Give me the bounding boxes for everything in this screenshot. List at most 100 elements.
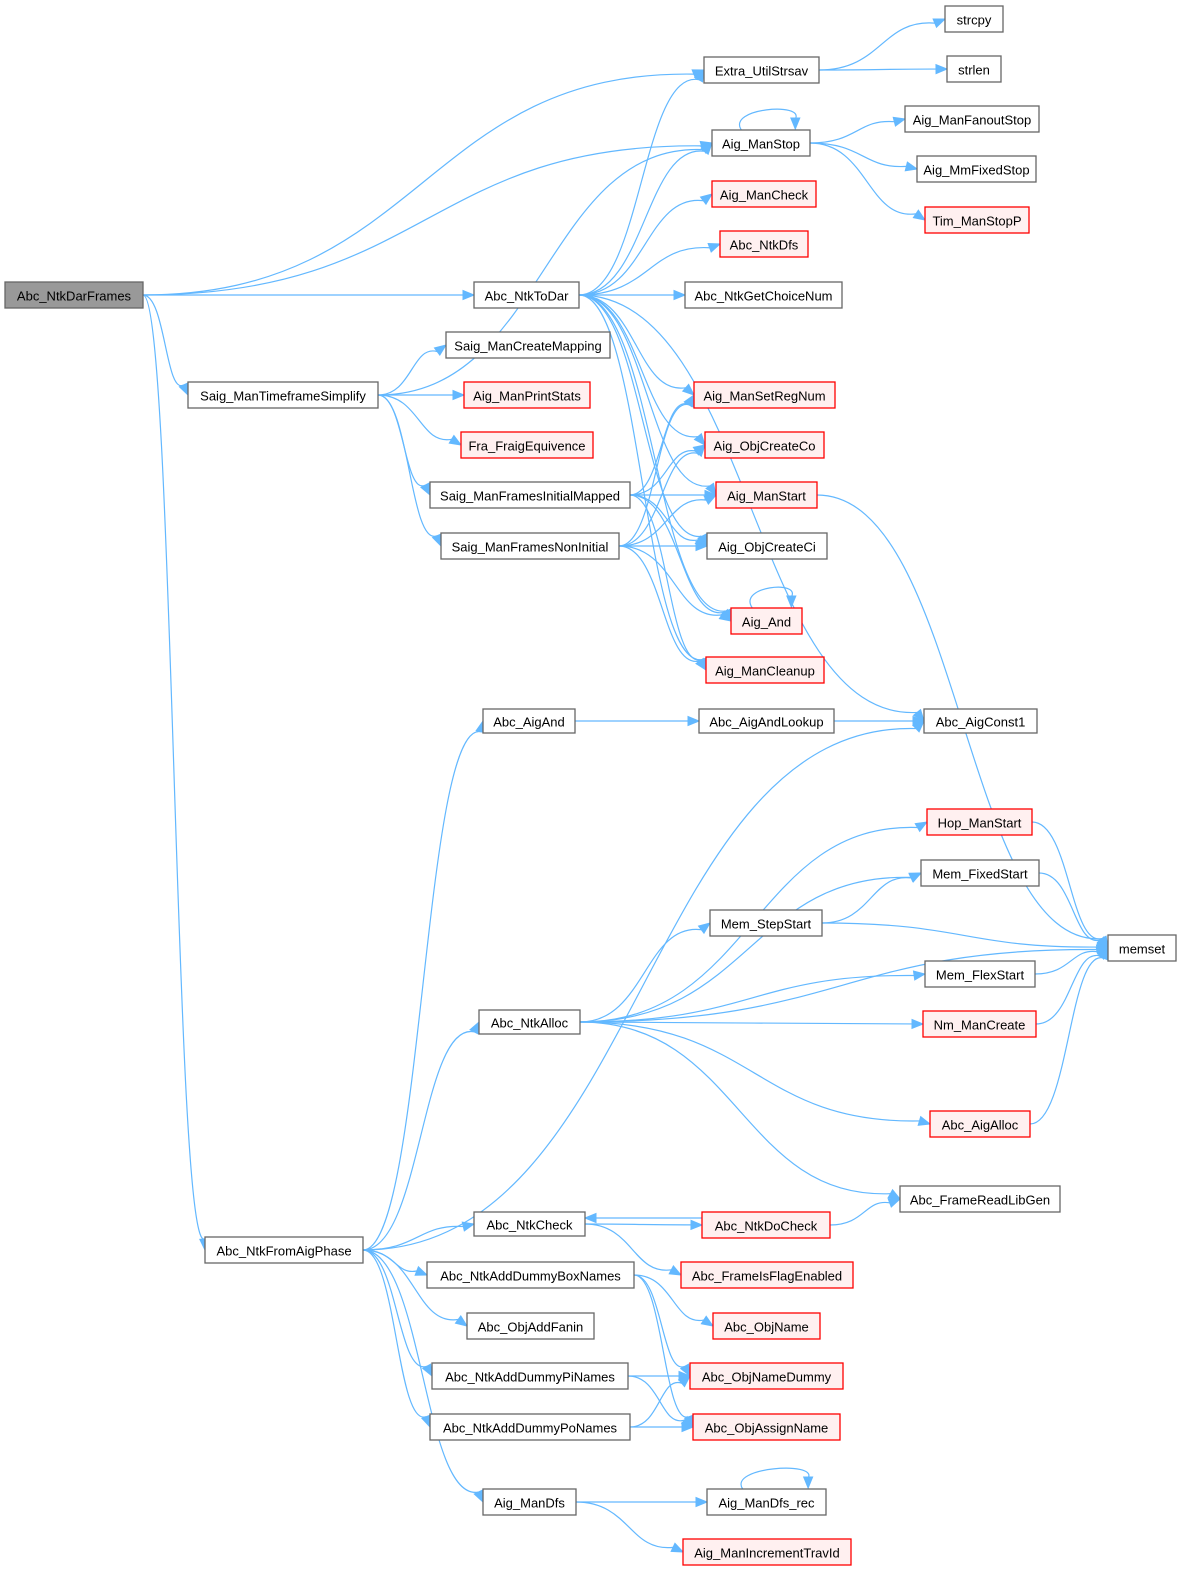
node-aig-man-fanout-stop[interactable]: Aig_ManFanoutStop (904, 105, 1040, 133)
node-box[interactable] (715, 481, 818, 509)
node-box[interactable] (429, 1413, 631, 1441)
node-abc-ntk-dar-frames[interactable]: Abc_NtkDarFrames (4, 281, 144, 309)
node-saig-man-frames-initial-mapped[interactable]: Saig_ManFramesInitialMapped (429, 481, 631, 509)
node-aig-man-stop[interactable]: Aig_ManStop (711, 129, 811, 157)
node-box[interactable] (445, 331, 611, 359)
node-aig-and[interactable]: Aig_And (730, 607, 803, 635)
node-box[interactable] (431, 1362, 629, 1390)
node-box[interactable] (926, 808, 1033, 836)
node-box[interactable] (711, 129, 811, 157)
node-box[interactable] (899, 1185, 1061, 1213)
node-box[interactable] (929, 1110, 1031, 1138)
node-saig-man-timeframe-simplify[interactable]: Saig_ManTimeframeSimplify (187, 381, 379, 409)
node-box[interactable] (944, 5, 1004, 33)
node-extra-util-strsav[interactable]: Extra_UtilStrsav (703, 56, 820, 84)
node-strcpy[interactable]: strcpy (944, 5, 1004, 33)
node-box[interactable] (924, 960, 1036, 988)
node-saig-man-create-mapping[interactable]: Saig_ManCreateMapping (445, 331, 611, 359)
node-hop-man-start[interactable]: Hop_ManStart (926, 808, 1033, 836)
node-box[interactable] (698, 708, 835, 734)
node-box[interactable] (187, 381, 379, 409)
node-box[interactable] (916, 155, 1037, 183)
node-aig-mm-fixed-stop[interactable]: Aig_MmFixedStop (916, 155, 1037, 183)
node-box[interactable] (204, 1236, 364, 1264)
node-box[interactable] (693, 381, 836, 409)
node-mem-flex-start[interactable]: Mem_FlexStart (924, 960, 1036, 988)
node-box[interactable] (429, 481, 631, 509)
node-abc-ntk-add-dummy-box-names[interactable]: Abc_NtkAddDummyBoxNames (426, 1261, 635, 1289)
node-abc-aig-const1[interactable]: Abc_AigConst1 (923, 708, 1038, 734)
node-mem-step-start[interactable]: Mem_StepStart (709, 909, 823, 937)
node-box[interactable] (473, 281, 580, 309)
node-box[interactable] (704, 431, 825, 459)
node-box[interactable] (460, 431, 594, 459)
node-box[interactable] (711, 180, 817, 208)
node-abc-ntk-from-aig-phase[interactable]: Abc_NtkFromAigPhase (204, 1236, 364, 1264)
node-box[interactable] (440, 532, 620, 560)
node-box[interactable] (706, 1488, 827, 1516)
node-aig-man-check[interactable]: Aig_ManCheck (711, 180, 817, 208)
node-fra-fraig-equivence[interactable]: Fra_FraigEquivence (460, 431, 594, 459)
node-box[interactable] (4, 281, 144, 309)
node-aig-man-dfs-rec[interactable]: Aig_ManDfs_rec (706, 1488, 827, 1516)
node-aig-obj-create-ci[interactable]: Aig_ObjCreateCi (706, 532, 828, 560)
node-abc-obj-name[interactable]: Abc_ObjName (712, 1312, 821, 1340)
node-aig-man-increment-trav-id[interactable]: Aig_ManIncrementTravId (682, 1538, 852, 1566)
node-box[interactable] (705, 656, 825, 684)
node-box[interactable] (904, 105, 1040, 133)
node-saig-man-frames-non-initial[interactable]: Saig_ManFramesNonInitial (440, 532, 620, 560)
node-box[interactable] (946, 55, 1002, 83)
node-aig-man-cleanup[interactable]: Aig_ManCleanup (705, 656, 825, 684)
node-box[interactable] (463, 381, 591, 409)
node-abc-ntk-get-choice-num[interactable]: Abc_NtkGetChoiceNum (684, 281, 843, 309)
node-abc-ntk-dfs[interactable]: Abc_NtkDfs (719, 230, 809, 258)
node-box[interactable] (922, 1010, 1037, 1038)
node-abc-ntk-add-dummy-po-names[interactable]: Abc_NtkAddDummyPoNames (429, 1413, 631, 1441)
node-box[interactable] (923, 708, 1038, 734)
node-abc-aig-alloc[interactable]: Abc_AigAlloc (929, 1110, 1031, 1138)
node-box[interactable] (692, 1413, 841, 1441)
node-box[interactable] (466, 1312, 595, 1340)
node-box[interactable] (473, 1211, 586, 1237)
node-abc-aig-and[interactable]: Abc_AigAnd (482, 708, 576, 734)
node-box[interactable] (703, 56, 820, 84)
node-box[interactable] (680, 1261, 854, 1289)
node-abc-frame-read-lib-gen[interactable]: Abc_FrameReadLibGen (899, 1185, 1061, 1213)
node-box[interactable] (682, 1538, 852, 1566)
node-abc-obj-add-fanin[interactable]: Abc_ObjAddFanin (466, 1312, 595, 1340)
node-strlen[interactable]: strlen (946, 55, 1002, 83)
node-aig-man-print-stats[interactable]: Aig_ManPrintStats (463, 381, 591, 409)
node-aig-obj-create-co[interactable]: Aig_ObjCreateCo (704, 431, 825, 459)
node-box[interactable] (684, 281, 843, 309)
node-nm-man-create[interactable]: Nm_ManCreate (922, 1010, 1037, 1038)
node-abc-ntk-check[interactable]: Abc_NtkCheck (473, 1211, 586, 1237)
node-abc-obj-name-dummy[interactable]: Abc_ObjNameDummy (689, 1362, 844, 1390)
node-tim-man-stop-p[interactable]: Tim_ManStopP (924, 206, 1030, 234)
node-box[interactable] (701, 1211, 831, 1239)
node-box[interactable] (482, 1488, 577, 1516)
node-box[interactable] (920, 859, 1040, 887)
node-box[interactable] (689, 1362, 844, 1390)
node-memset[interactable]: memset (1107, 934, 1177, 962)
node-aig-man-dfs[interactable]: Aig_ManDfs (482, 1488, 577, 1516)
node-box[interactable] (706, 532, 828, 560)
node-box[interactable] (426, 1261, 635, 1289)
node-box[interactable] (730, 607, 803, 635)
node-abc-ntk-alloc[interactable]: Abc_NtkAlloc (478, 1009, 581, 1035)
node-aig-man-start[interactable]: Aig_ManStart (715, 481, 818, 509)
node-aig-man-set-reg-num[interactable]: Aig_ManSetRegNum (693, 381, 836, 409)
node-box[interactable] (709, 909, 823, 937)
node-box[interactable] (719, 230, 809, 258)
node-box[interactable] (478, 1009, 581, 1035)
node-box[interactable] (482, 708, 576, 734)
node-abc-ntk-add-dummy-pi-names[interactable]: Abc_NtkAddDummyPiNames (431, 1362, 629, 1390)
node-box[interactable] (712, 1312, 821, 1340)
node-mem-fixed-start[interactable]: Mem_FixedStart (920, 859, 1040, 887)
node-abc-ntk-to-dar[interactable]: Abc_NtkToDar (473, 281, 580, 309)
node-abc-frame-is-flag-enabled[interactable]: Abc_FrameIsFlagEnabled (680, 1261, 854, 1289)
node-abc-ntk-do-check[interactable]: Abc_NtkDoCheck (701, 1211, 831, 1239)
node-abc-aig-and-lookup[interactable]: Abc_AigAndLookup (698, 708, 835, 734)
node-abc-obj-assign-name[interactable]: Abc_ObjAssignName (692, 1413, 841, 1441)
node-box[interactable] (924, 206, 1030, 234)
node-box[interactable] (1107, 934, 1177, 962)
